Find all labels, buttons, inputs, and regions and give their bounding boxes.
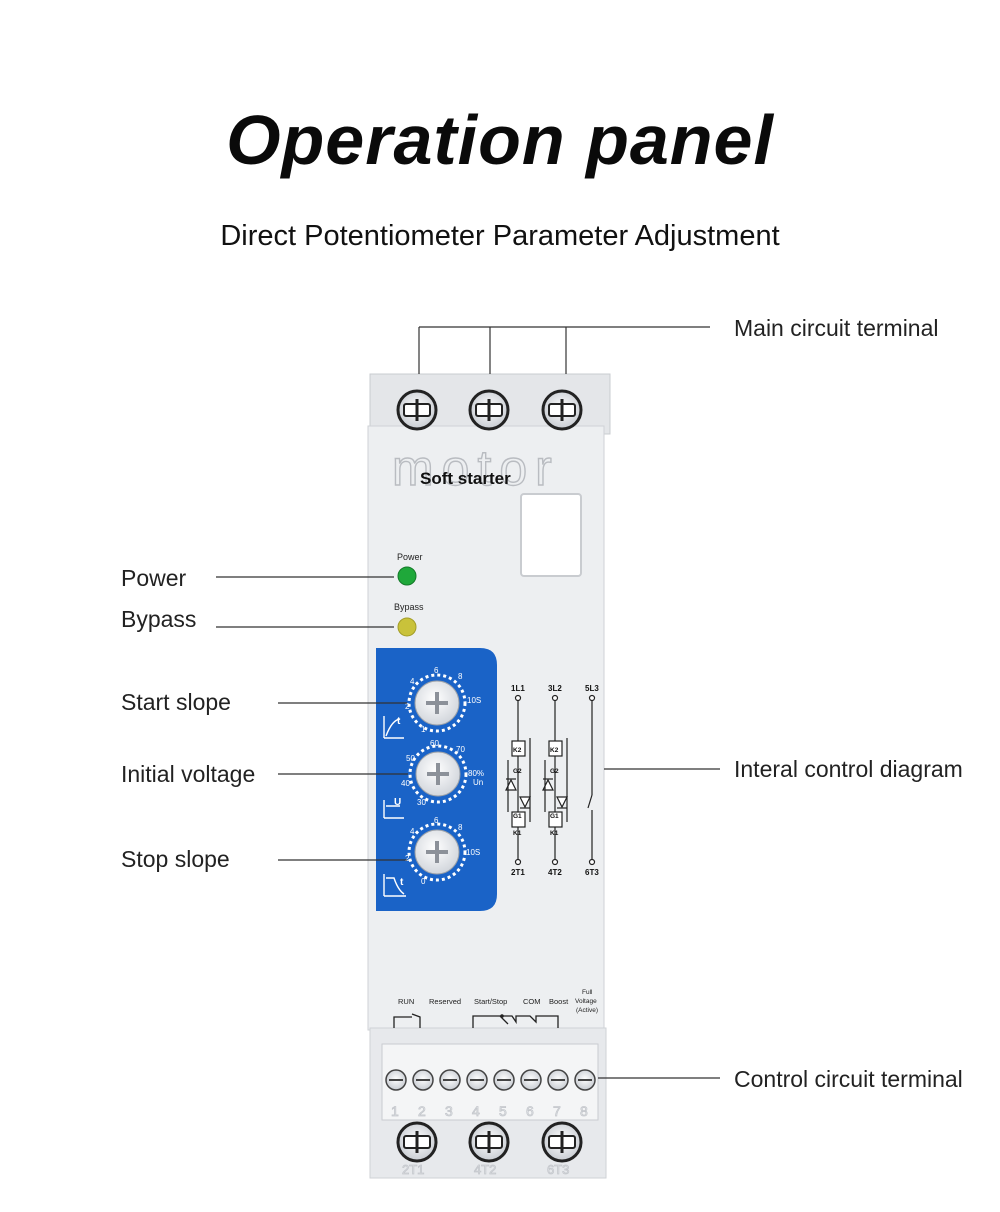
terminal-number: 1 xyxy=(391,1103,399,1119)
stop-tick-2: 2 xyxy=(405,854,410,863)
bottom-terminal-label-4t2: 4T2 xyxy=(474,1162,496,1177)
start-slope-dial[interactable]: 1 2 4 6 8 10S t xyxy=(383,666,481,739)
internal-control-diagram: 1L1 3L2 5L3 K2 G2 G1 xyxy=(505,684,599,877)
label-boost: Boost xyxy=(549,997,569,1006)
page-title: Operation panel xyxy=(226,101,774,179)
diagram-1l1: 1L1 xyxy=(511,684,525,693)
diagram-g1-a: G1 xyxy=(513,813,522,820)
label-full-3: (Active) xyxy=(576,1007,598,1014)
start-tick-1: 1 xyxy=(421,725,426,734)
voltage-tick-60: 60 xyxy=(430,739,439,748)
terminal-number: 2 xyxy=(418,1103,426,1119)
control-labels: RUN Reserved Start/Stop COM Boost Full V… xyxy=(393,989,598,1028)
initial-voltage-symbol: U xyxy=(394,797,401,808)
power-led xyxy=(397,566,417,586)
terminal-number: 3 xyxy=(445,1103,453,1119)
stop-tick-10s: 10S xyxy=(466,848,480,857)
label-full-1: Full xyxy=(582,989,593,996)
start-tick-10s: 10S xyxy=(467,696,481,705)
callout-stop-slope: Stop slope xyxy=(121,846,230,872)
callout-power: Power xyxy=(121,565,187,591)
stop-slope-dial[interactable]: 0 2 4 6 8 10S t xyxy=(383,816,480,897)
diagram-5l3: 5L3 xyxy=(585,684,599,693)
label-com: COM xyxy=(523,997,541,1006)
product-name: Soft starter xyxy=(420,469,511,488)
diagram-g1-b: G1 xyxy=(550,813,559,820)
diagram-k1-a: K1 xyxy=(513,830,522,837)
power-led-label: Power xyxy=(397,552,423,562)
diagram-g2-b: G2 xyxy=(550,768,559,775)
voltage-tick-70: 70 xyxy=(456,745,465,754)
control-terminals[interactable] xyxy=(385,1069,596,1091)
label-reserved: Reserved xyxy=(429,997,461,1006)
diagram-k2-b: K2 xyxy=(550,747,559,754)
terminal-number: 7 xyxy=(553,1103,561,1119)
callout-internal-control-diagram: Interal control diagram xyxy=(734,756,963,782)
stop-slope-icon xyxy=(383,874,406,897)
bypass-led xyxy=(397,617,417,637)
diagram-6t3: 6T3 xyxy=(585,868,599,877)
main-terminal-screws xyxy=(396,389,583,431)
diagram-3l2: 3L2 xyxy=(548,684,562,693)
voltage-tick-30: 30 xyxy=(417,798,426,807)
stop-tick-0: 0 xyxy=(421,877,426,886)
output-terminal-screws xyxy=(396,1121,583,1163)
terminal-number: 8 xyxy=(580,1103,588,1119)
voltage-tick-un: Un xyxy=(473,778,483,787)
stop-tick-4: 4 xyxy=(410,827,415,836)
callout-start-slope: Start slope xyxy=(121,689,231,715)
callout-lines xyxy=(216,326,720,1079)
callout-main-circuit-terminal: Main circuit terminal xyxy=(734,315,939,341)
bypass-led-label: Bypass xyxy=(394,602,424,612)
start-tick-4: 4 xyxy=(410,677,415,686)
initial-voltage-icon xyxy=(383,800,404,819)
callout-initial-voltage: Initial voltage xyxy=(121,761,256,787)
terminal-number: 6 xyxy=(526,1103,534,1119)
diagram-4t2: 4T2 xyxy=(548,868,562,877)
diagram-k2-a: K2 xyxy=(513,747,522,754)
callout-bypass: Bypass xyxy=(121,606,197,632)
display-window xyxy=(520,493,582,577)
terminal-number: 5 xyxy=(499,1103,507,1119)
diagram-2t1: 2T1 xyxy=(511,868,525,877)
start-slope-icon xyxy=(383,716,404,739)
start-tick-2: 2 xyxy=(405,702,410,711)
diagram-k1-b: K1 xyxy=(550,830,559,837)
bottom-terminal-label-6t3: 6T3 xyxy=(547,1162,569,1177)
terminal-number: 4 xyxy=(472,1103,480,1119)
diagram-g2-a: G2 xyxy=(513,768,522,775)
stop-slope-symbol: t xyxy=(400,877,404,888)
stop-tick-8: 8 xyxy=(458,823,463,832)
label-start-stop: Start/Stop xyxy=(474,997,507,1006)
start-tick-6: 6 xyxy=(434,666,439,675)
voltage-tick-50: 50 xyxy=(406,754,415,763)
label-run: RUN xyxy=(398,997,414,1006)
voltage-tick-80: 80% xyxy=(468,769,484,778)
bottom-terminal-label-2t1: 2T1 xyxy=(402,1162,424,1177)
voltage-tick-40: 40 xyxy=(401,779,410,788)
label-full-2: Voltage xyxy=(575,998,597,1005)
brand-watermark: motor xyxy=(392,440,560,496)
callout-control-circuit-terminal: Control circuit terminal xyxy=(734,1066,963,1092)
page-subtitle: Direct Potentiometer Parameter Adjustmen… xyxy=(220,220,780,252)
terminal-numbers: 1 2 3 4 5 6 7 8 xyxy=(391,1103,589,1120)
relay-symbol xyxy=(393,1013,421,1028)
start-tick-8: 8 xyxy=(458,672,463,681)
stop-tick-6: 6 xyxy=(434,816,439,825)
start-slope-symbol: t xyxy=(397,716,401,727)
initial-voltage-dial[interactable]: 30 40 50 60 70 80% Un U xyxy=(383,739,484,819)
